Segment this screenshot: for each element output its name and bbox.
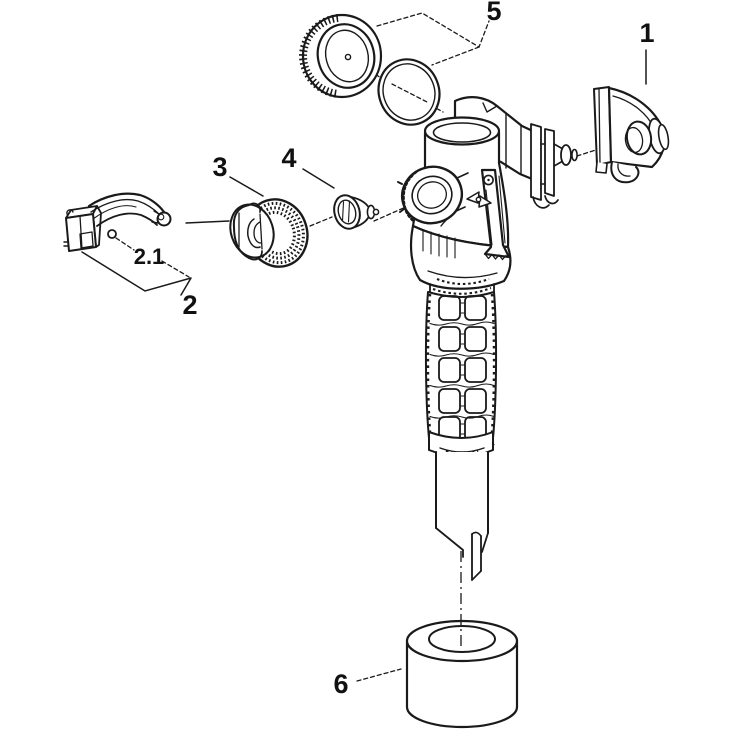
callout-leaders — [81, 12, 647, 682]
cap — [298, 13, 383, 99]
lever-arm-bottom — [96, 212, 158, 227]
valve-piston — [333, 194, 380, 230]
label-part-5: 5 — [486, 0, 501, 26]
tube-tab — [471, 533, 482, 581]
lever-arm-top — [87, 192, 166, 214]
body-flange-plate — [530, 123, 542, 201]
body-outlet-nozzle — [560, 144, 572, 166]
bell-skirt — [409, 224, 512, 290]
axis-piston-to-inlet — [373, 205, 409, 222]
o-ring — [377, 58, 441, 126]
label-part-6: 6 — [333, 669, 348, 699]
label-part-2: 2 — [182, 290, 197, 320]
lever-pivot-pin — [107, 229, 117, 239]
body-retainer-hooks — [532, 195, 559, 209]
label-part-1: 1 — [639, 18, 654, 48]
strap-outline — [480, 168, 511, 259]
body-top-opening — [423, 116, 501, 146]
spinner-clip — [466, 191, 492, 208]
o-ring-inner — [382, 63, 436, 121]
cap-knurl-band — [298, 14, 339, 98]
telescopic-tube — [435, 451, 489, 581]
label-part-3: 3 — [212, 152, 227, 182]
callout-labels: 1 2 2.1 3 4 5 6 — [134, 0, 655, 699]
leader-4 — [302, 168, 335, 189]
drum-knurl — [249, 201, 305, 265]
filter-cage — [424, 283, 498, 458]
piston-tip — [372, 208, 380, 216]
leader-2 — [81, 251, 192, 296]
leader-5 — [376, 12, 490, 66]
bracket-hole — [625, 120, 653, 156]
body-flange-plate-2 — [544, 128, 555, 197]
cap-center-pin — [344, 53, 352, 61]
label-part-2-1: 2.1 — [134, 244, 165, 269]
float-lever-arm — [63, 192, 172, 252]
float-lever-strap — [480, 168, 511, 261]
inlet-nut — [397, 165, 469, 225]
axis-drum-to-piston — [309, 216, 333, 227]
label-part-4: 4 — [281, 143, 296, 173]
drum-clip — [232, 204, 250, 259]
lever-ball-tip — [156, 211, 172, 227]
inlet-nut-knurl — [402, 170, 418, 224]
axis-lever-to-drum — [185, 220, 230, 224]
mounting-bracket — [593, 86, 670, 184]
extension-sleeve — [405, 619, 519, 729]
strap-teeth — [484, 253, 507, 261]
leader-3 — [229, 176, 264, 197]
leader-2-1 — [115, 237, 190, 278]
o-ring-outer — [377, 58, 441, 126]
regulator-drum — [229, 198, 309, 268]
sleeve-hole — [428, 625, 496, 653]
tube-walls — [435, 451, 489, 534]
leader-6 — [356, 668, 402, 682]
tube-notch — [435, 527, 489, 558]
